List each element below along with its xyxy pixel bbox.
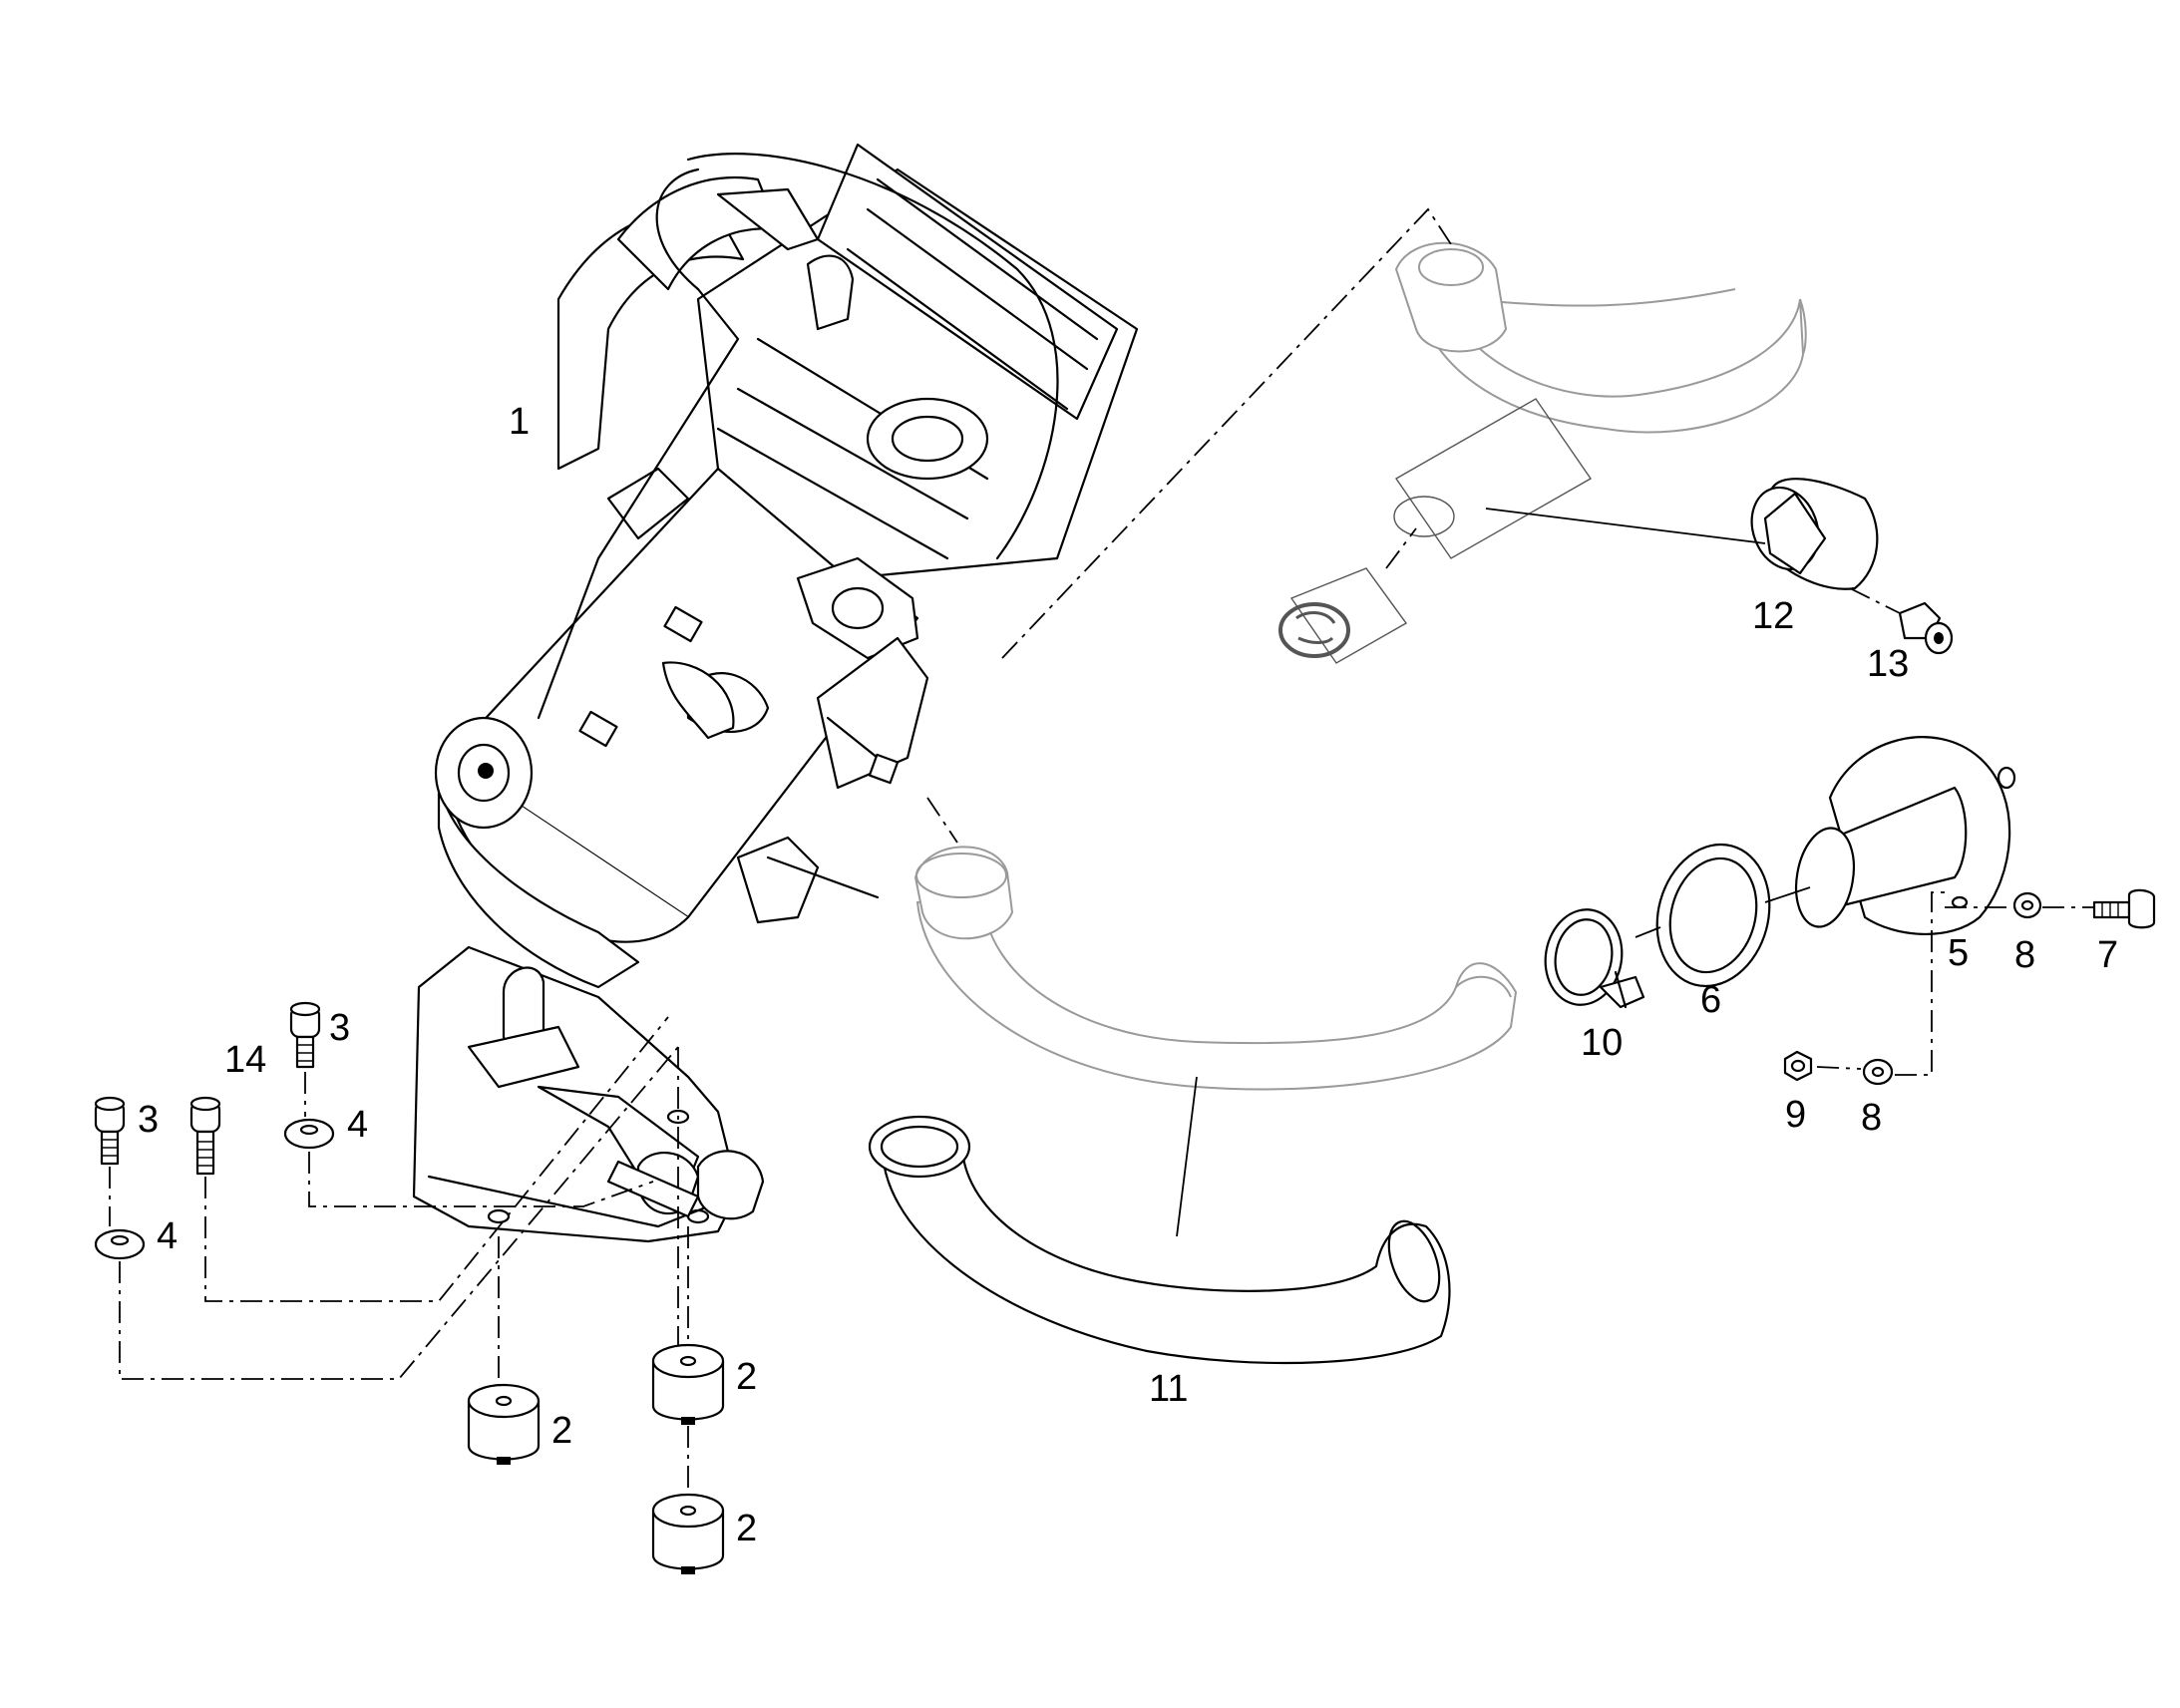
callout-6: 6 — [1700, 979, 1721, 1021]
hose-11 — [868, 1076, 1451, 1365]
callout-13: 13 — [1867, 643, 1909, 685]
nut-9 — [1783, 1050, 1813, 1082]
screw-3-lower — [94, 1096, 126, 1166]
callout-labels: 1 2 2 2 3 3 4 4 5 6 7 8 8 9 10 11 12 13 … — [138, 401, 2118, 1549]
callout-4: 4 — [157, 1215, 178, 1257]
callout-2: 2 — [736, 1508, 757, 1549]
callout-4: 4 — [347, 1104, 368, 1146]
screw-14 — [189, 1096, 221, 1176]
ghost-hose-middle — [913, 846, 1518, 1091]
callout-12: 12 — [1752, 595, 1794, 637]
rubber-mount-2-mid — [651, 1343, 725, 1425]
alignment-lines-hoses — [926, 207, 1452, 844]
rubber-mount-2-left — [467, 1383, 541, 1465]
callout-2: 2 — [736, 1356, 757, 1398]
flange-5 — [1794, 736, 2016, 935]
gasket-6 — [1655, 843, 1811, 988]
screw-13 — [1849, 587, 1954, 655]
callout-5: 5 — [1948, 932, 1969, 974]
callout-14: 14 — [224, 1039, 266, 1081]
callout-1: 1 — [509, 401, 530, 443]
alignment-line-right-bottom — [1816, 891, 1950, 1076]
callout-10: 10 — [1581, 1022, 1623, 1064]
callout-3: 3 — [329, 1007, 350, 1049]
callout-3: 3 — [138, 1099, 159, 1141]
washer-4-lower — [94, 1228, 146, 1260]
screw-3-upper — [289, 1001, 321, 1069]
washer-8-lower — [1862, 1058, 1894, 1086]
alignment-lines-left — [109, 1016, 689, 1496]
washer-8-right — [2012, 891, 2042, 919]
callout-8: 8 — [1861, 1097, 1882, 1139]
callout-7: 7 — [2097, 934, 2118, 976]
callout-11: 11 — [1149, 1368, 1188, 1410]
washer-4-upper — [283, 1118, 335, 1150]
ghost-tube-and-sleeve — [1278, 398, 1593, 664]
callout-2: 2 — [551, 1410, 572, 1452]
callout-9: 9 — [1785, 1094, 1806, 1136]
callout-8: 8 — [2014, 934, 2035, 976]
ghost-hose-upper — [1394, 241, 1807, 434]
bolt-7 — [2092, 888, 2156, 929]
rubber-mount-2-lower — [651, 1493, 725, 1574]
clamp-10 — [1544, 908, 1661, 1009]
heater-unit — [412, 143, 1139, 1243]
grommet-12 — [1485, 478, 1879, 590]
